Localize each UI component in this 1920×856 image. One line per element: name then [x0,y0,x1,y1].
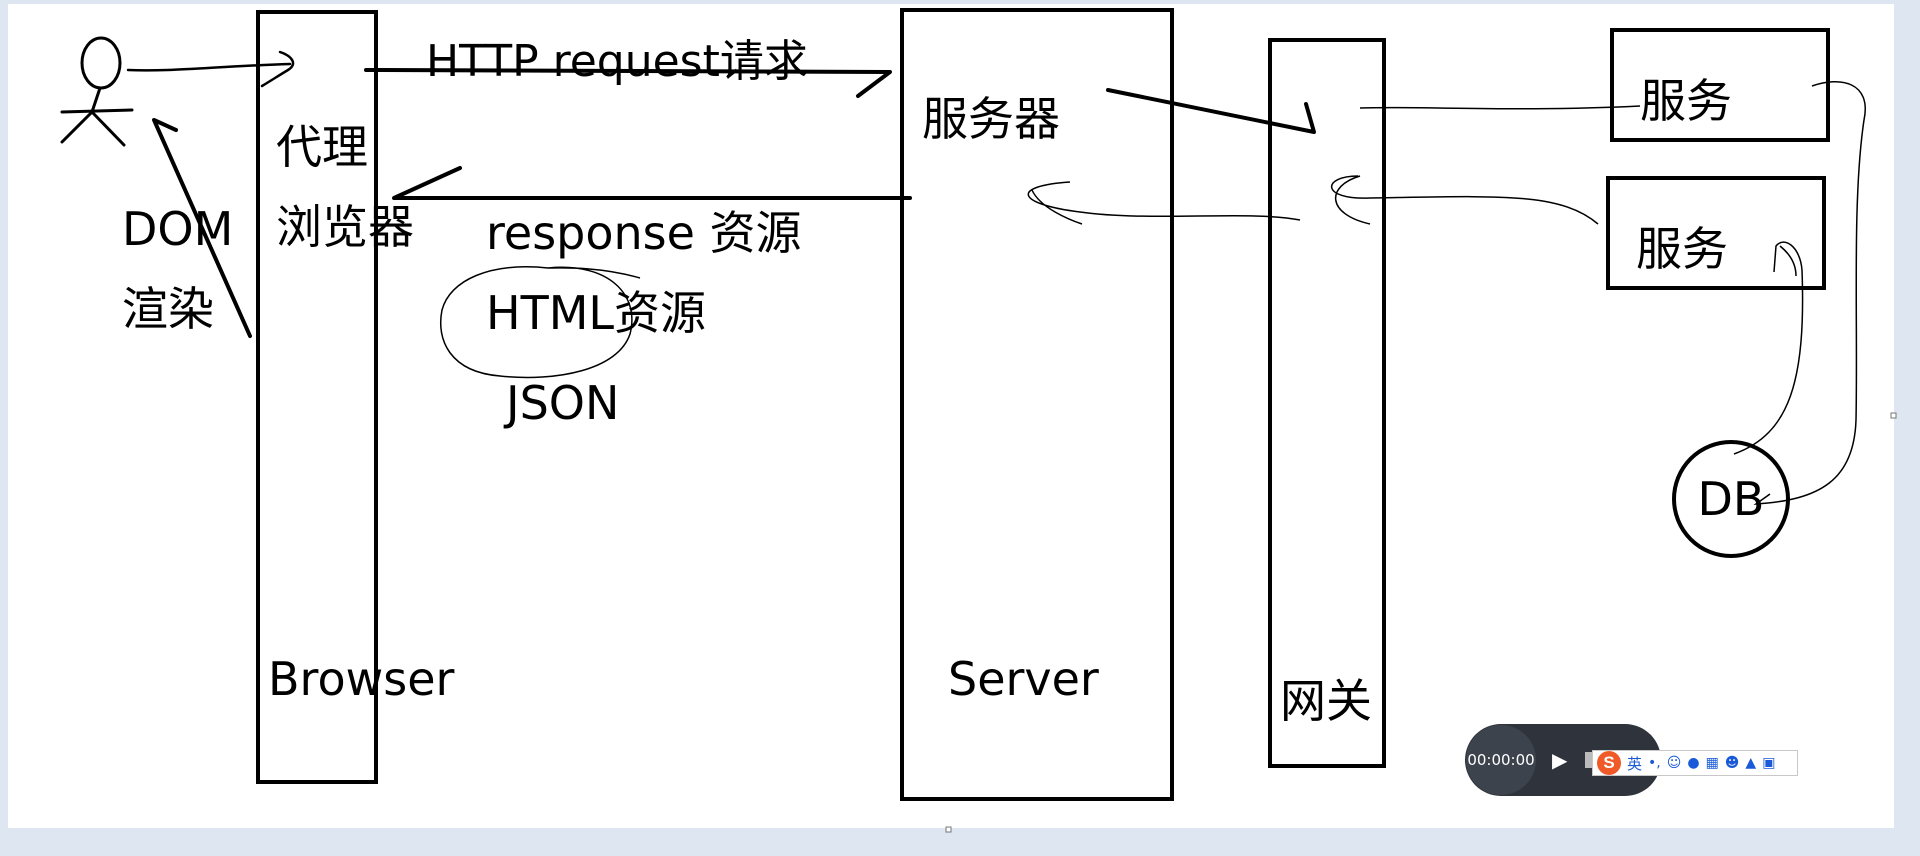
service-box-2 [1606,176,1826,290]
service1-to-db-line [1753,80,1866,505]
service2-to-gateway-line [1330,175,1599,225]
service-2-label: 服务 [1636,222,1728,276]
service-box-1 [1610,28,1830,142]
server-label: Server [948,652,1099,706]
gateway-to-server-return [1027,181,1301,225]
stick-figure-arms [60,108,134,114]
canvas-sheet [8,4,1894,828]
user-icon[interactable]: ☻ [1724,755,1740,771]
browser-cn-label: 浏览器 [276,200,414,254]
keyboard-icon[interactable]: ▦ [1705,755,1719,771]
html-resource-circle [440,266,641,379]
ime-toolbar: S 英 •, ☺ ● ▦ ☻ ▲ ▣ [1592,750,1798,776]
server-cn-label: 服务器 [922,92,1060,146]
recorder-time: 00:00:00 [1466,725,1536,795]
gateway-box [1268,38,1386,768]
response-label: response 资源 [486,206,802,260]
stick-figure-left-leg [60,110,94,144]
user-stick-figure [60,36,134,147]
html-resource-label: HTML资源 [486,286,707,340]
ime-mode-toggle[interactable]: 英 [1627,754,1643,773]
emoji-icon[interactable]: ☺ [1666,755,1682,771]
response-arrow [392,166,912,200]
user-to-browser-arrow [126,50,295,88]
render-to-user-arrow [152,118,252,338]
render-label: 渲染 [122,282,214,336]
server-box [900,8,1174,801]
http-request-label: HTTP request请求 [426,36,808,87]
grid-icon[interactable]: ▣ [1762,755,1776,771]
db-label: DB [1697,472,1765,526]
browser-label: Browser [268,652,455,706]
db-to-service2-line [1733,241,1804,455]
service-1-label: 服务 [1640,74,1732,128]
json-label: JSON [506,376,620,430]
http-request-arrow [364,68,892,98]
gateway-label: 网关 [1280,674,1372,728]
microphone-icon[interactable]: ● [1687,755,1700,771]
browser-box [256,10,378,784]
db-node: DB [1672,440,1790,558]
punctuation-icon[interactable]: •, [1648,755,1661,771]
ime-logo-icon[interactable]: S [1597,751,1621,775]
stick-figure-body [90,86,102,114]
server-to-gateway-arrow [1106,88,1316,134]
resize-handle-right[interactable] [1890,412,1897,419]
resize-handle-bottom[interactable] [945,826,952,833]
dom-label: DOM [122,202,234,256]
shirt-icon[interactable]: ▲ [1745,755,1757,771]
play-icon[interactable]: ▶ [1552,748,1568,772]
stick-figure-right-leg [90,110,126,147]
proxy-label: 代理 [276,120,368,174]
